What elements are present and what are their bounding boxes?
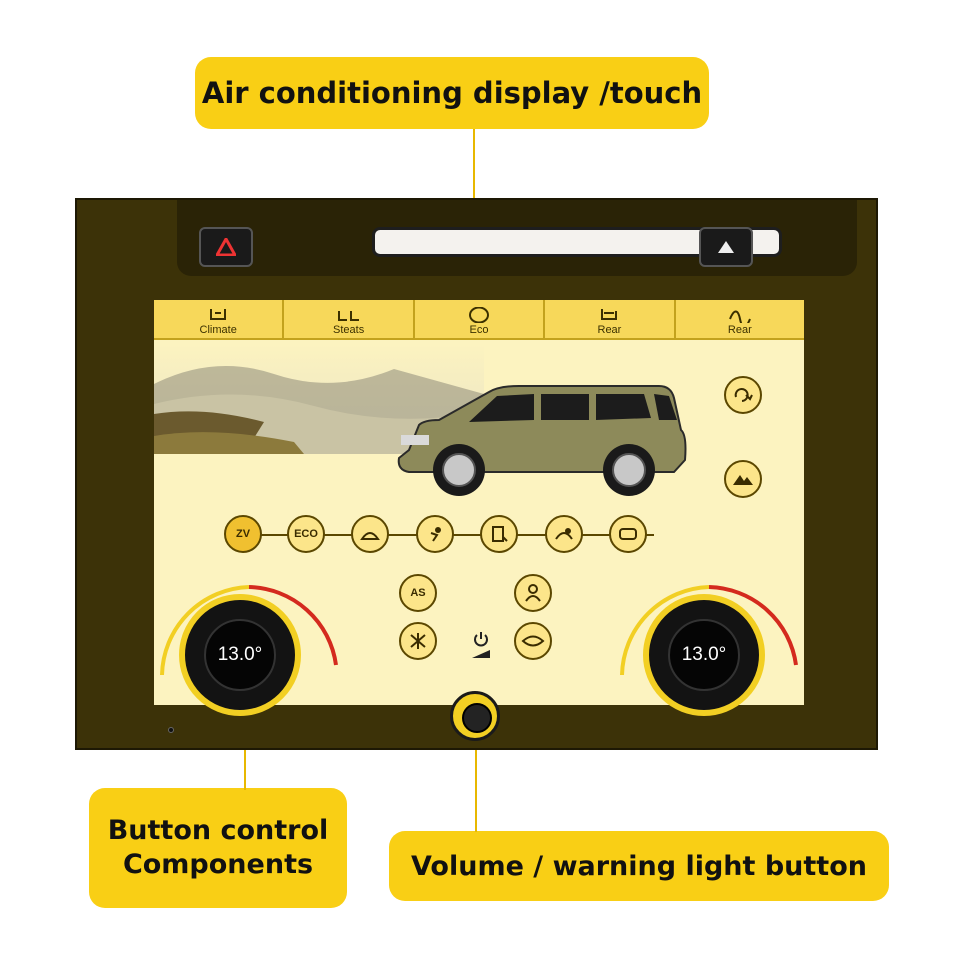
callout-button-control: Button control Components (89, 788, 347, 908)
callout-display-touch-text: Air conditioning display /touch (201, 76, 703, 110)
tab-bar: Climate Steats Eco Rear Rear (154, 300, 804, 340)
eco-button[interactable]: ECO (287, 515, 325, 553)
right-temperature-display: 13.0° (668, 619, 740, 691)
tab-rear-seats-label: Rear (597, 324, 622, 336)
warning-button-right[interactable] (699, 227, 753, 267)
left-temperature-value: 13.0° (217, 644, 263, 665)
left-temperature-knob[interactable]: 13.0° (165, 580, 315, 730)
recirculation-icon (469, 307, 490, 323)
airflow-mixed-button[interactable] (545, 515, 583, 553)
tab-eco-label: Eco (469, 324, 489, 336)
leader-line-volume (475, 718, 477, 832)
lips-button[interactable] (514, 622, 552, 660)
touch-screen[interactable]: Climate Steats Eco Rear Rear (154, 300, 804, 705)
zone-button[interactable]: ZV (224, 515, 262, 553)
rear-seat-icon (601, 309, 618, 320)
hazard-button-left[interactable] (199, 227, 253, 267)
left-temp-arc (160, 585, 338, 676)
airflow-feet-button[interactable] (480, 515, 518, 553)
landscape-image (154, 344, 484, 454)
right-temp-arc (620, 585, 798, 676)
auto-sync-button-label: AS (410, 587, 426, 599)
windshield-button[interactable] (351, 515, 389, 553)
tab-seats-label: Steats (333, 324, 365, 336)
callout-display-touch: Air conditioning display /touch (195, 57, 709, 129)
mouth-icon (521, 635, 545, 647)
callout-volume-warning: Volume / warning light button (389, 831, 889, 901)
right-temperature-value: 13.0° (681, 644, 727, 665)
hazard-triangle-icon (216, 238, 236, 256)
status-led (168, 727, 174, 733)
right-knob-ring: 13.0° (643, 594, 765, 716)
airflow-mixed-icon (555, 528, 573, 540)
seat-climate-icon (210, 309, 227, 320)
fan-person-icon (525, 584, 541, 602)
seats-icon (337, 311, 359, 321)
seat-heat-button[interactable] (399, 622, 437, 660)
left-temperature-display: 13.0° (204, 619, 276, 691)
rear-climate-icon (728, 310, 751, 323)
airflow-face-icon (430, 527, 441, 542)
heater-icon (410, 633, 426, 649)
climate-control-unit: Climate Steats Eco Rear Rear (75, 198, 878, 750)
triangle-icon (718, 241, 734, 253)
airflow-feet-icon (492, 526, 508, 542)
fan-speed-button[interactable] (514, 574, 552, 612)
airflow-face-button[interactable] (416, 515, 454, 553)
volume-warning-knob[interactable] (450, 691, 500, 741)
tab-eco[interactable]: Eco (414, 300, 546, 340)
rear-defrost-button[interactable] (609, 515, 647, 553)
right-temperature-knob[interactable]: 13.0° (629, 580, 779, 730)
tab-rear-seats[interactable]: Rear (545, 300, 676, 340)
rear-defrost-icon (619, 528, 637, 540)
callout-volume-warning-text: Volume / warning light button (411, 850, 867, 882)
auto-sync-button[interactable]: AS (399, 574, 437, 612)
vehicle-image (397, 385, 687, 496)
tab-climate[interactable]: Climate (154, 300, 285, 340)
tab-seats[interactable]: Steats (284, 300, 415, 340)
power-icon[interactable] (470, 630, 492, 660)
callout-button-control-line1: Button control (107, 815, 329, 846)
tab-rear-climate-label: Rear (727, 324, 752, 336)
tab-rear-climate[interactable]: Rear (675, 300, 804, 340)
terrain-button[interactable] (724, 460, 762, 498)
left-knob-ring: 13.0° (179, 594, 301, 716)
tab-climate-label: Climate (199, 324, 237, 336)
recirculation-button[interactable] (724, 376, 762, 414)
callout-button-control-line2: Components (122, 849, 314, 880)
recirculation-icon (734, 388, 753, 402)
zone-button-label: ZV (235, 528, 251, 540)
eco-button-label: ECO (294, 528, 318, 540)
mountain-icon (733, 475, 753, 485)
top-button-strip (177, 200, 857, 276)
windshield-icon (360, 532, 380, 540)
